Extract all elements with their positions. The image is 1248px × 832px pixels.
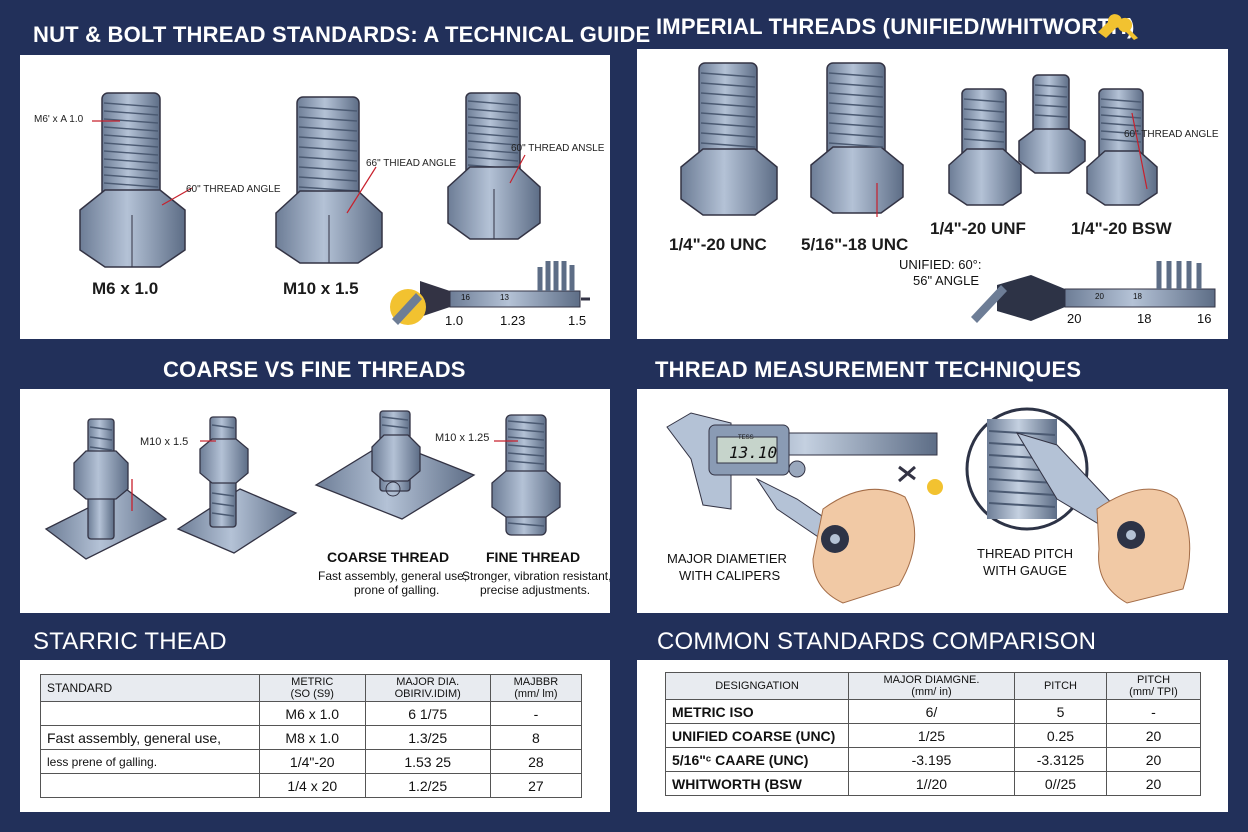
gauge-value-16: 16	[1197, 311, 1212, 326]
caliper-brand: TESS	[738, 435, 754, 441]
gauge-value-2: 1.23	[500, 313, 526, 328]
gauge-scale-a: 20	[1095, 292, 1104, 301]
table-row: 1/4 x 20 1.2/25 27	[40, 773, 583, 798]
coarse-fine-panel: M10 x 1.5 M10 x 1.25 COARSE THREAD FINE …	[20, 389, 610, 613]
coarse-thread-title: COARSE THREAD	[327, 549, 450, 565]
thread-angle-callout-1: 60" THREAD ANGLE	[186, 184, 281, 195]
bolt-label-unc: 1/4"-20 UNC	[669, 235, 767, 254]
comparison-title: COMMON STANDARDS COMPARISON	[657, 628, 1097, 655]
fine-callout: M10 x 1.25	[435, 432, 490, 444]
gauge-scale-b: 13	[500, 293, 509, 302]
unified-angle-line2: 56" ANGLE	[913, 273, 980, 288]
thread-angle-callout-2: 66" THIEAD ANGLE	[366, 158, 457, 169]
imperial-bolts-panel: 1/4"-20 UNC 5/16"-18 UNC 1/4"-20 UNF 1/4…	[637, 49, 1228, 339]
coarse-desc-1: Fast assembly, general use,	[318, 569, 468, 583]
coarse-desc-2: prone of galling.	[354, 583, 440, 597]
table-row: WHITWORTH (BSW 1//20 0//25 20	[665, 771, 1201, 796]
metric-bolts-panel: M6' x Α 1.0 60" THREAD ANGLE 66" THIEAD …	[20, 55, 610, 339]
gauge-value-1: 1.0	[445, 313, 464, 328]
bolt-label-bsw: 1/4"-20 BSW	[1071, 219, 1172, 238]
thread-angle-callout-3: 60" THREAD ANSLE	[511, 143, 605, 154]
table-row: 5/16"ᶜ CAARE (UNC) -3.195 -3.3125 20	[665, 747, 1201, 772]
table2-header-3: PITCH (mm/ TPI)	[1106, 672, 1201, 700]
table1-header-0: STANDARD	[40, 674, 260, 702]
table2-header-2: PITCH	[1013, 672, 1108, 700]
table-row: METRIC ISO 6/ 5 -	[665, 699, 1201, 724]
unified-angle-line1: UNIFIED: 60°:	[899, 257, 982, 272]
table-row: less prene of galling. 1/4"-20 1.53 25 2…	[40, 749, 583, 774]
coarse-fine-illustration	[44, 410, 561, 560]
page-title: NUT & BOLT THREAD STANDARDS: A TECHNICAL…	[33, 22, 651, 47]
bolt-label-unf: 1/4"-20 UNF	[930, 219, 1026, 238]
measurement-title: THREAD MEASUREMENT TECHNIQUES	[655, 357, 1082, 382]
measure-label-1a: MAJOR DIAMETIER	[667, 551, 787, 566]
gauge-scale-b: 18	[1133, 292, 1142, 301]
fine-desc-1: Stronger, vibration resistant,	[462, 569, 610, 583]
caliper-readout: 13.10	[729, 443, 778, 462]
gauge-scale-a: 16	[461, 293, 470, 302]
imperial-bolts-illustration	[680, 62, 1216, 323]
table-row: Fast assembly, general use, M8 x 1.0 1.3…	[40, 725, 583, 750]
m6-callout: M6' x Α 1.0	[34, 114, 84, 125]
wrench-icon	[1098, 14, 1138, 40]
table-row: M6 x 1.0 6 1/75 -	[40, 701, 583, 726]
table1-header-2: MAJOR DIA. OBIRIV.IDIM)	[364, 674, 491, 702]
bolt-label-m6: M6 x 1.0	[92, 279, 159, 298]
metric-bolts-illustration	[79, 92, 590, 325]
measurement-panel: TESS 13.10 MAJOR DIAMETIER WITH CALIPERS…	[637, 389, 1228, 613]
fine-desc-2: precise adjustments.	[480, 583, 591, 597]
table1-header-1: METRIC (SO (S9)	[259, 674, 366, 702]
table2-header-1: MAJOR DIAMGNE. (mm/ in)	[848, 672, 1015, 700]
imperial-angle-callout: 60" THREAD ANGLE	[1124, 129, 1219, 140]
coarse-fine-title: COARSE VS FINE THREADS	[163, 357, 466, 382]
table-row: UNIFIED COARSE (UNC) 1/25 0.25 20	[665, 723, 1201, 748]
table1-header-3: MAJBBR (mm/ lm)	[489, 674, 583, 702]
gauge-value-3: 1.5	[568, 313, 587, 328]
gauge-value-18: 18	[1137, 311, 1152, 326]
coarse-callout: M10 x 1.5	[140, 436, 189, 448]
measurement-illustration	[666, 407, 1191, 604]
measure-label-1b: WITH CALIPERS	[679, 568, 781, 583]
table2-header-0: DESIGNGATION	[665, 672, 849, 700]
bolt-label-m10: M10 x 1.5	[283, 279, 359, 298]
comparison-table: DESIGNGATION MAJOR DIAMGNE. (mm/ in) PIT…	[665, 672, 1201, 796]
starric-title: STARRIC THEAD	[33, 628, 227, 655]
comparison-table-panel: DESIGNGATION MAJOR DIAMGNE. (mm/ in) PIT…	[637, 660, 1228, 812]
fine-thread-title: FINE THREAD	[486, 549, 581, 565]
starric-table-panel: STANDARD METRIC (SO (S9) MAJOR DIA. OBIR…	[20, 660, 610, 812]
measure-label-2b: WITH GAUGE	[983, 563, 1067, 578]
bolt-label-unc-516: 5/16"-18 UNC	[801, 235, 909, 254]
gauge-value-20: 20	[1067, 311, 1082, 326]
measure-label-2a: THREAD PITCH	[977, 546, 1074, 561]
imperial-title: IMPERIAL THREADS (UNIFIED/WHITWORTH)	[656, 14, 1135, 39]
starric-table: STANDARD METRIC (SO (S9) MAJOR DIA. OBIR…	[40, 674, 583, 798]
